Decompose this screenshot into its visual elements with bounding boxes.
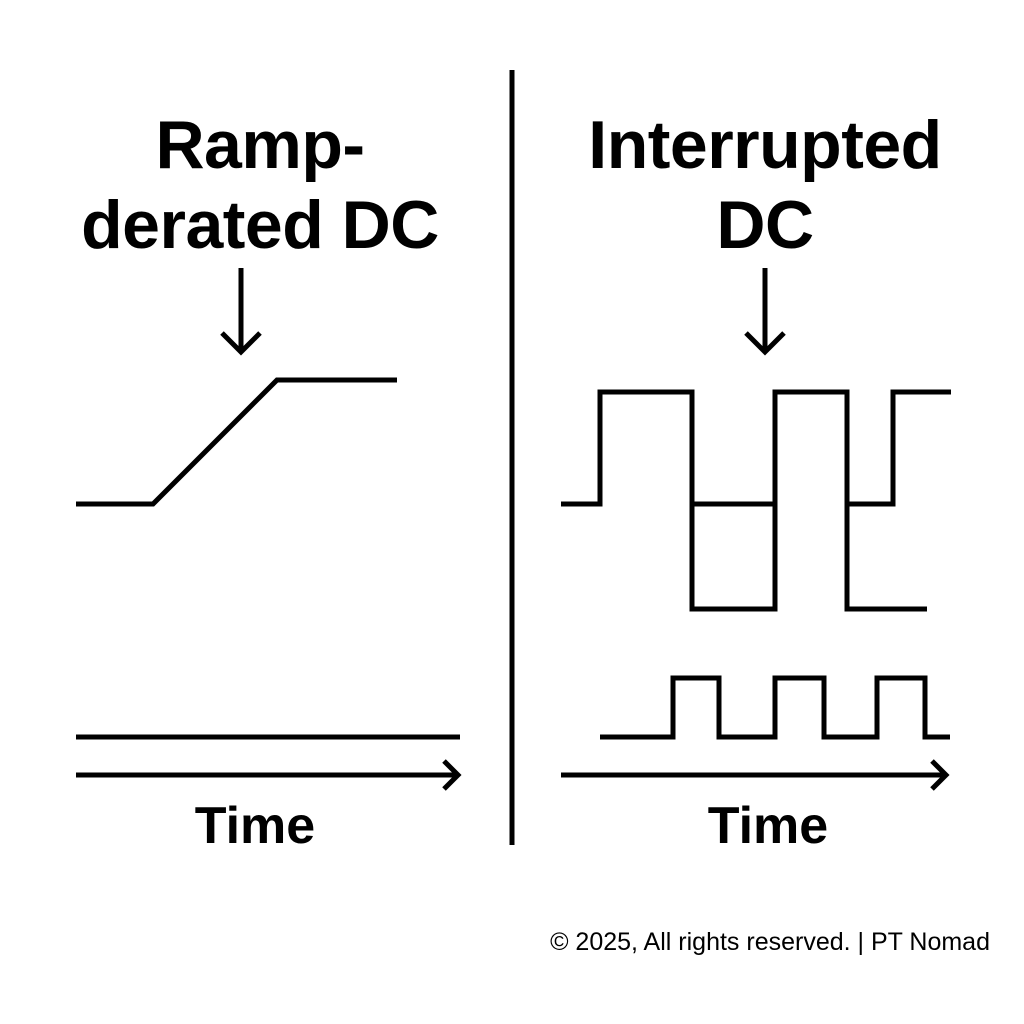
right-time-label: Time — [707, 797, 829, 855]
pulse-train-waveform — [600, 675, 950, 740]
right-time-arrow-icon — [561, 759, 950, 791]
ramp-derated-dc-title: Ramp- derated DC — [40, 105, 480, 265]
interrupted-dc-title-line1: Interrupted — [588, 107, 942, 183]
left-time-label: Time — [194, 797, 316, 855]
left-time-arrow-icon — [76, 759, 462, 791]
copyright-footer: © 2025, All rights reserved. | PT Nomad — [550, 928, 990, 956]
interrupted-waveform-lower-right — [844, 504, 927, 612]
interrupted-waveform-upper — [561, 389, 951, 507]
ramp-derated-dc-title-line2: derated DC — [81, 187, 439, 264]
right-down-arrow-icon — [744, 268, 786, 356]
interrupted-dc-title-line2: DC — [716, 187, 814, 264]
left-down-arrow-icon — [220, 268, 262, 356]
interrupted-dc-title: Interrupted DC — [540, 105, 990, 265]
ramp-waveform — [76, 377, 397, 507]
ramp-derated-dc-title-line1: Ramp- — [155, 107, 365, 183]
interrupted-waveform-lower — [689, 504, 778, 612]
